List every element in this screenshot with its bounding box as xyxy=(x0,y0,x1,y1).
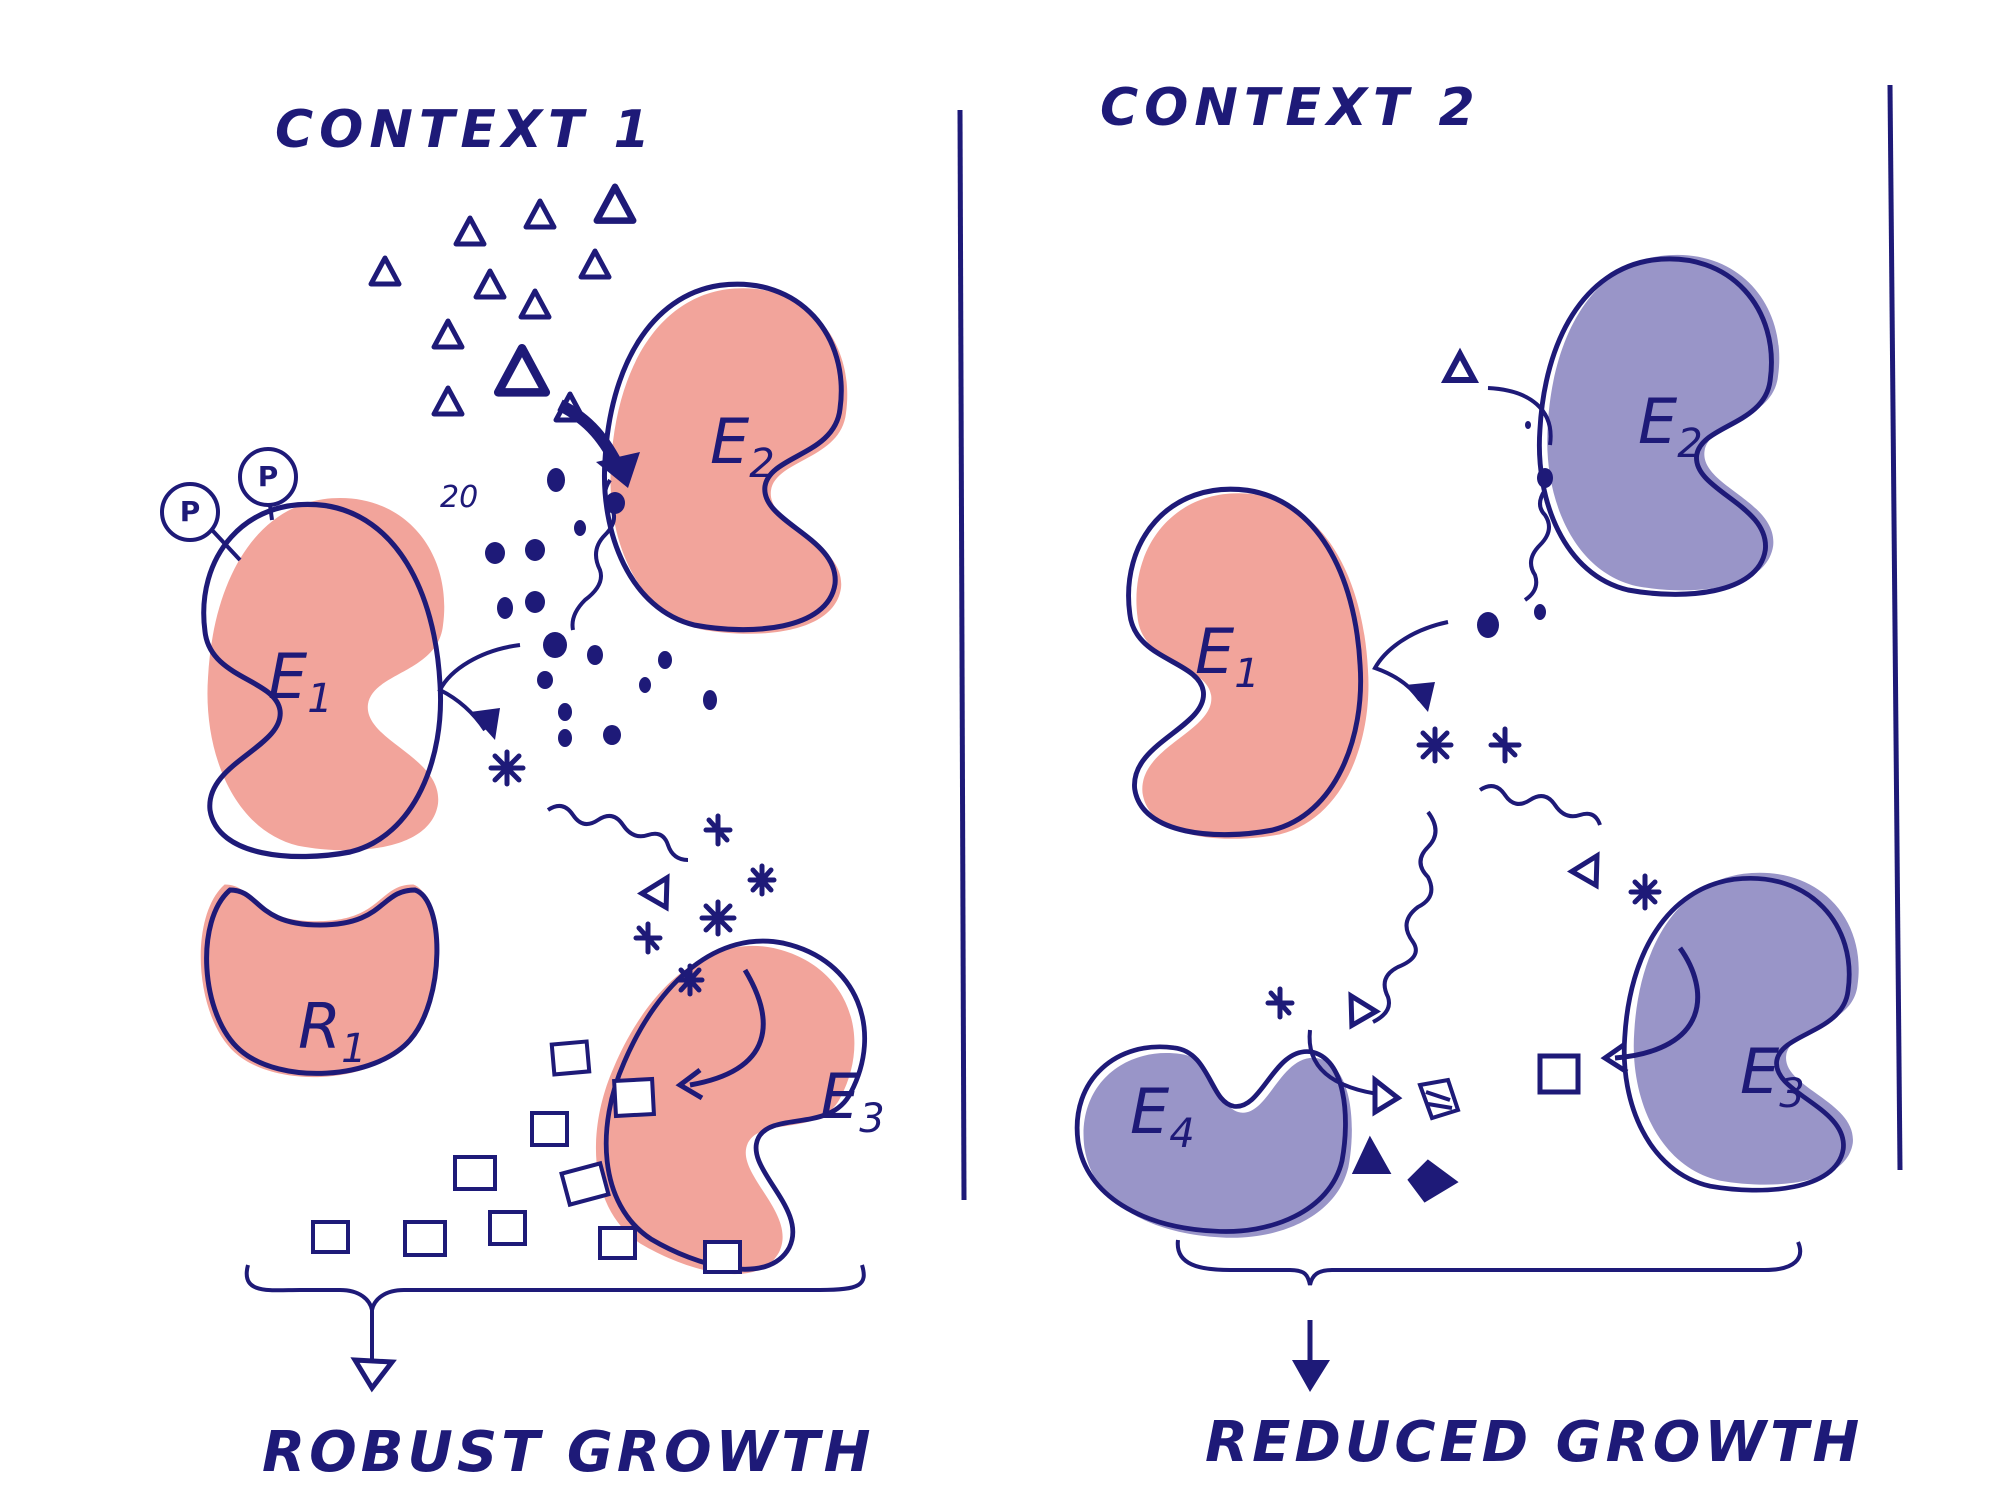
reduced-growth-label: REDUCED GROWTH xyxy=(1205,1410,1864,1475)
context2-e1-label: E1 xyxy=(1195,615,1260,697)
context2-e1-letter: E xyxy=(1195,615,1235,688)
context2-e1-sub: 1 xyxy=(1234,651,1260,697)
context2-e4-label: E4 xyxy=(1130,1075,1195,1157)
phospho-circle-2 xyxy=(238,447,298,507)
context1-outcome-arrowhead xyxy=(350,1357,397,1393)
phospho-circle-1 xyxy=(160,482,220,542)
context1-e1-label: E1 xyxy=(268,640,333,722)
context2-squiggle-e2 xyxy=(1523,488,1551,602)
context2-diverted-products xyxy=(1351,1077,1461,1203)
context1-bold-arrowhead xyxy=(596,452,640,488)
context2-e2-sub: 2 xyxy=(1677,421,1703,467)
context2-heading: CONTEXT 2 xyxy=(1100,78,1481,138)
context2-e3-arrow xyxy=(1614,946,1701,1061)
context2-enzyme-e3 xyxy=(1624,872,1859,1191)
context1-e3-arrowhead xyxy=(675,1068,704,1101)
context1-e1-sub: 1 xyxy=(307,676,333,722)
phospho-label-2: P xyxy=(257,460,279,493)
context1-product-stars xyxy=(488,749,777,997)
context1-e3-sub: 3 xyxy=(859,1096,885,1142)
context2-e3-letter: E xyxy=(1740,1035,1780,1108)
context1-e1-arrowhead xyxy=(470,708,500,740)
context2-dot-2 xyxy=(1525,421,1531,429)
context2-dot-1 xyxy=(1537,468,1553,488)
phospho-stem-2 xyxy=(268,504,274,521)
context2-e4-substrate-triangle xyxy=(1339,989,1376,1026)
context2-dot-4 xyxy=(1534,604,1546,620)
context2-e4-sub: 4 xyxy=(1169,1111,1195,1157)
context2-e4-arrow xyxy=(1307,1029,1386,1097)
context2-e2-arrow xyxy=(1487,386,1553,446)
phospho-label-1: P xyxy=(179,495,201,528)
context1-e3-label: E3 xyxy=(820,1060,885,1142)
context1-brace xyxy=(244,1264,866,1311)
context1-substrate-triangles xyxy=(371,187,633,420)
context1-e2-letter: E xyxy=(710,405,750,478)
context1-squiggle-e2-to-dots xyxy=(570,478,616,631)
context1-e2-label: E2 xyxy=(710,405,775,487)
robust-growth-label: ROBUST GROWTH xyxy=(262,1420,875,1485)
context2-enzyme-e4 xyxy=(1077,1047,1352,1238)
context2-squiggle-to-e4 xyxy=(1372,810,1438,1024)
context1-e3-arrow xyxy=(689,968,766,1088)
context2-dot-3 xyxy=(1477,612,1499,638)
context2-outcome-arrowhead xyxy=(1292,1360,1330,1392)
context1-r1-sub: 1 xyxy=(341,1026,367,1072)
context2-e3-substrate-triangle xyxy=(1572,849,1609,886)
context2-e2-label: E2 xyxy=(1638,385,1703,467)
context2-e3-sub: 3 xyxy=(1779,1071,1805,1117)
context1-squiggle-star-to-e3 xyxy=(546,804,689,862)
context2-squiggle-to-e3 xyxy=(1478,784,1602,826)
context1-e3-substrate-triangle xyxy=(642,871,679,908)
context2-e3-arrowhead xyxy=(1600,1041,1629,1075)
context1-annotation: 20 xyxy=(440,480,479,515)
context1-intermediate-dots xyxy=(485,468,717,747)
divider-right xyxy=(1887,84,1903,1171)
phospho-stem-1 xyxy=(210,528,242,562)
context2-substrate-triangle xyxy=(1446,354,1474,380)
context2-brace xyxy=(1175,1239,1803,1286)
context2-product-square xyxy=(1537,1053,1581,1095)
context1-product-squares xyxy=(311,1039,742,1274)
context2-e4-arrowhead xyxy=(1372,1074,1403,1117)
context2-e4-letter: E xyxy=(1130,1075,1170,1148)
context1-e2-sub: 2 xyxy=(749,441,775,487)
context1-r1-letter: R xyxy=(298,990,342,1063)
context2-e3-label: E3 xyxy=(1740,1035,1805,1117)
context1-e3-letter: E xyxy=(820,1060,860,1133)
context1-heading: CONTEXT 1 xyxy=(275,100,656,160)
context2-e1-arrowhead xyxy=(1405,682,1435,712)
context1-r1-label: R1 xyxy=(298,990,367,1072)
context2-product-stars xyxy=(1265,726,1662,1020)
divider-left xyxy=(957,109,967,1201)
context2-e2-letter: E xyxy=(1638,385,1678,458)
context1-e1-letter: E xyxy=(268,640,308,713)
